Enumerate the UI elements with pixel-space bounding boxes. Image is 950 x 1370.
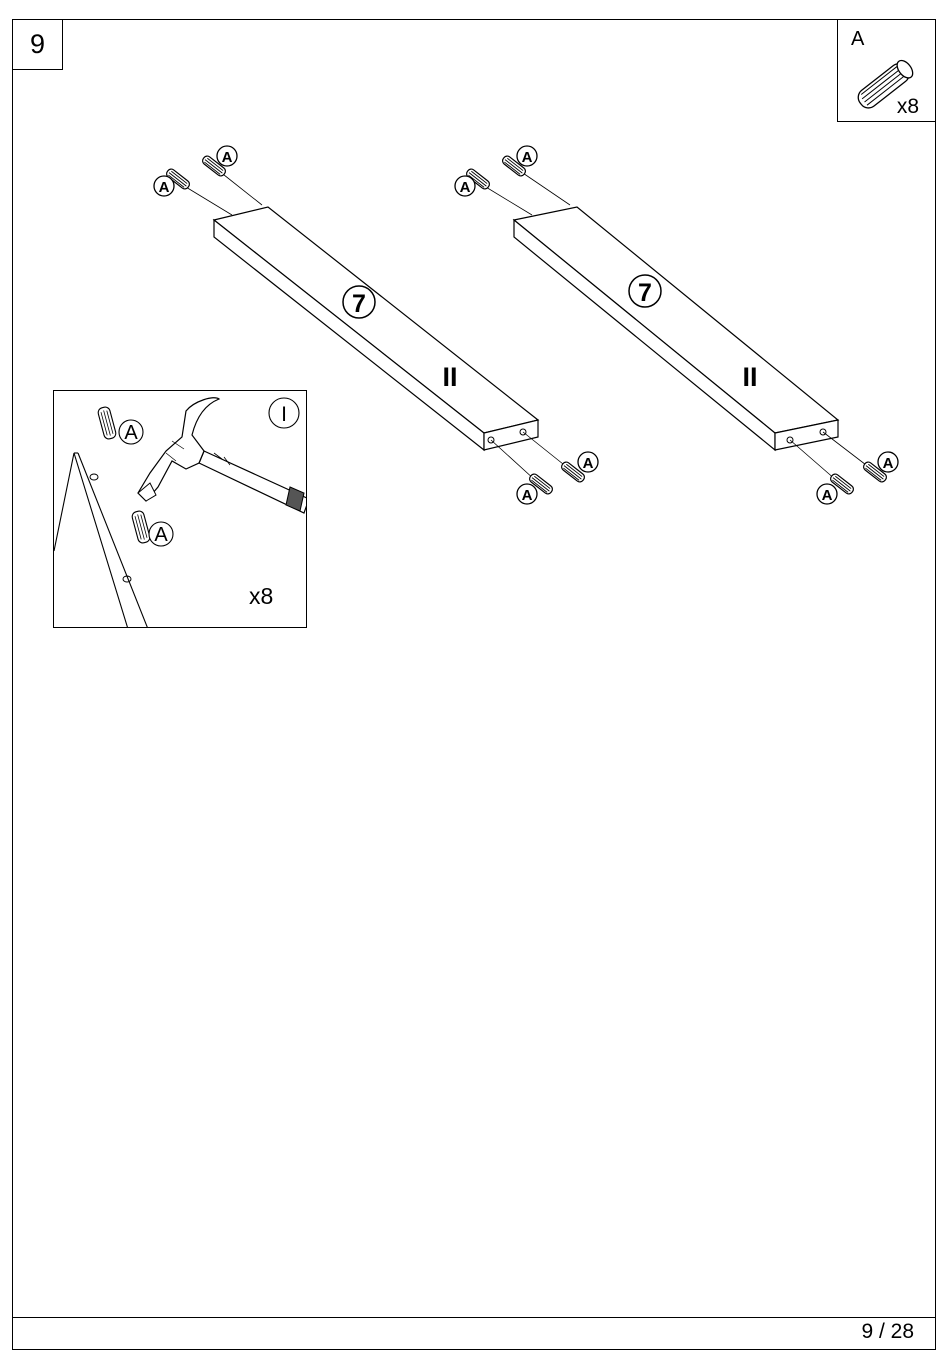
detail-dowel-label: A	[154, 524, 168, 546]
dowel-label: A	[460, 179, 471, 196]
dowel-label: A	[522, 487, 533, 504]
part-number-label: 7	[352, 290, 366, 318]
dowel-label: A	[522, 149, 533, 166]
panel-mark: II	[742, 362, 757, 392]
footer-divider	[12, 1317, 936, 1318]
detail-dowel-label: A	[124, 422, 138, 444]
dowel-label: A	[822, 487, 833, 504]
panel-right: 7 II	[465, 154, 888, 495]
detail-inset: I A A x8	[53, 390, 307, 628]
dowel-label: A	[222, 149, 233, 166]
dowel-label: A	[159, 179, 170, 196]
panel-mark: II	[442, 362, 457, 392]
dowel-label: A	[883, 455, 894, 472]
detail-quantity: x8	[249, 583, 273, 610]
page-number: 9 / 28	[861, 1320, 914, 1344]
detail-roman-numeral: I	[281, 403, 287, 426]
part-number-label: 7	[638, 279, 652, 307]
dowel-label: A	[583, 455, 594, 472]
